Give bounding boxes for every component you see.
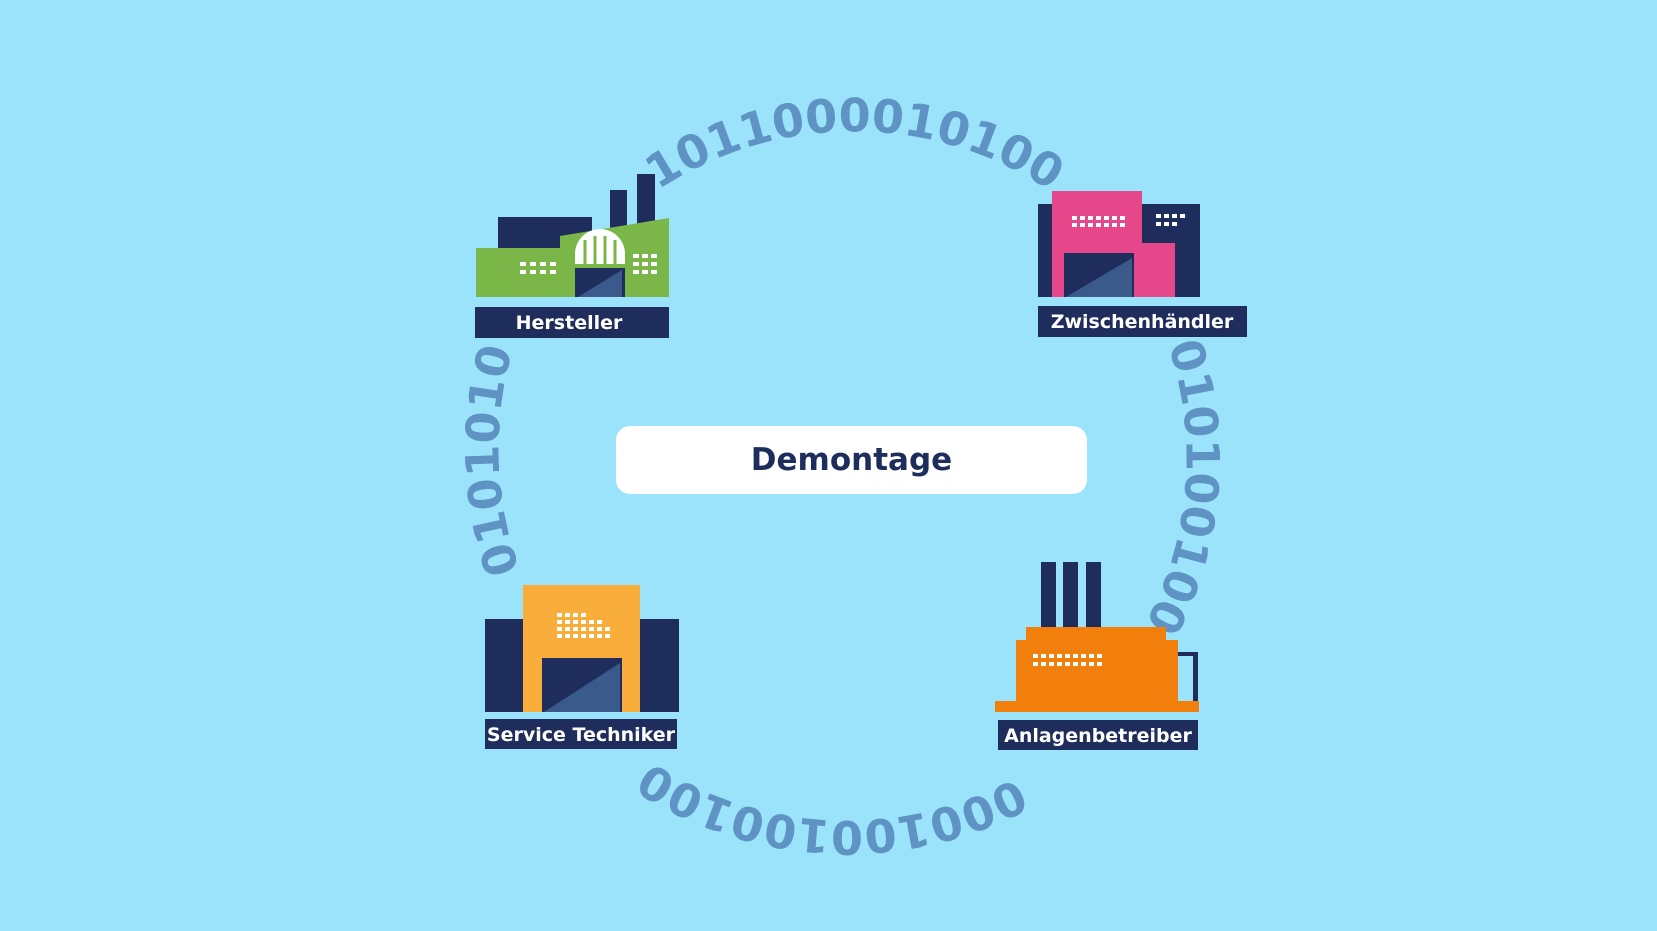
zwischenhaendler-label-bg <box>1038 306 1247 337</box>
anlagenbetreiber-label: Anlagenbetreiber <box>1004 725 1192 747</box>
hersteller-label: Hersteller <box>516 312 623 334</box>
center-stage-label: Demontage <box>750 442 953 478</box>
hersteller-label-bg <box>475 307 669 338</box>
service-techniker-label-bg <box>485 719 677 749</box>
anlagenbetreiber-label-bg <box>998 720 1198 750</box>
binary-arc-left: 0101010001 <box>0 0 530 583</box>
zwischenhaendler-label: Zwischenhändler <box>1051 311 1234 333</box>
anlagenbetreiber-plant-icon <box>995 562 1199 712</box>
center-stage-box: Demontage <box>616 426 1087 494</box>
service-techniker-building-icon <box>485 585 679 712</box>
service-techniker-label: Service Techniker <box>487 724 676 746</box>
hersteller-factory-icon <box>476 174 669 297</box>
binary-arc-top: 10110000101001 <box>0 0 1073 200</box>
zwischenhaendler-building-icon <box>1038 191 1200 297</box>
